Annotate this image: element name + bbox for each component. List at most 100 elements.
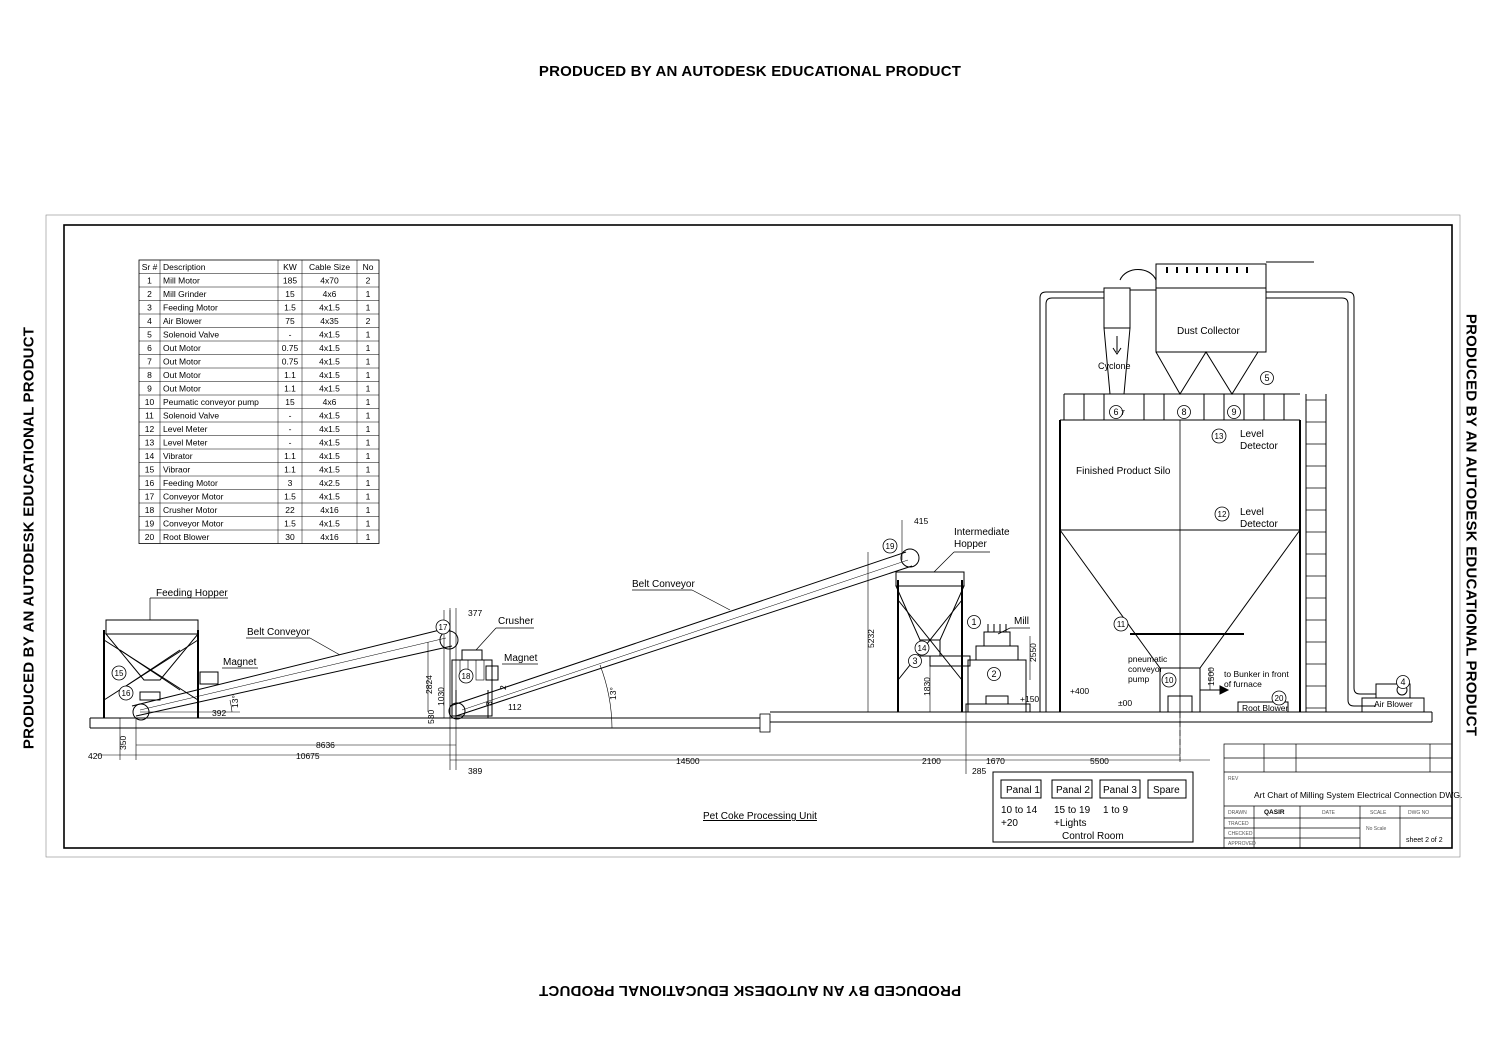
equipment-marker-10: 10	[1165, 676, 1174, 685]
tb-no-scale: No Scale	[1366, 826, 1387, 832]
tb-dwgno-label: DWG NO	[1408, 810, 1429, 816]
equipment-marker-11: 11	[1117, 620, 1126, 629]
table-cell: 9	[147, 384, 152, 394]
control-room-title: Control Room	[1062, 831, 1124, 842]
table-cell: 4x1.5	[319, 424, 340, 434]
table-cell: 17	[145, 492, 155, 502]
belt-conveyor-1	[131, 627, 459, 721]
table-cell: Solenoid Valve	[163, 330, 219, 340]
table-cell: 16	[145, 478, 155, 488]
table-cell: 4	[147, 316, 152, 326]
dim-pm00: ±00	[1118, 698, 1132, 708]
table-cell: 18	[145, 505, 155, 515]
label-intermediate-hopper-line1: Intermediate	[954, 527, 1010, 538]
table-cell: 20	[145, 532, 155, 542]
equipment-marker-8: 8	[1181, 407, 1186, 417]
label-belt-conveyor-2: Belt Conveyor	[632, 579, 695, 590]
table-cell: 1	[366, 478, 371, 488]
equipment-marker-14: 14	[918, 644, 927, 653]
table-cell: 3	[147, 303, 152, 313]
table-cell: Solenoid Valve	[163, 411, 219, 421]
label-finished-product-silo: Finished Product Silo	[1076, 466, 1171, 477]
marker-circle-18	[458, 668, 474, 684]
table-cell: 1	[366, 343, 371, 353]
marker-circle-2	[987, 667, 1001, 681]
label-feeding-hopper: Feeding Hopper	[156, 588, 228, 599]
marker-circle-8	[1177, 405, 1191, 419]
table-header-cell: Sr #	[142, 262, 158, 272]
table-cell: 1	[366, 384, 371, 394]
label-level-detector-a1: Level	[1240, 429, 1264, 440]
label-level-detector-b1: Level	[1240, 507, 1264, 518]
marker-circle-3	[908, 654, 922, 668]
table-cell: 185	[283, 276, 297, 286]
label-dust-collector: Dust Collector	[1177, 326, 1240, 337]
table-cell: 4x1.5	[319, 519, 340, 529]
marker-circle-12	[1214, 506, 1230, 522]
table-cell: 4x16	[320, 532, 339, 542]
intermediate-hopper	[895, 571, 971, 712]
panel-2-label: Panal 2	[1056, 785, 1090, 796]
cyclone	[1103, 269, 1157, 395]
dim-392: 392	[212, 708, 226, 718]
table-cell: 22	[285, 505, 295, 515]
equipment-marker-12: 12	[1218, 510, 1227, 519]
root-blower	[1237, 701, 1289, 713]
dim-plus400: +400	[1070, 686, 1089, 696]
table-cell: Root Blower	[163, 532, 209, 542]
table-cell: 4x16	[320, 505, 339, 515]
table-cell: 2	[147, 289, 152, 299]
panel-3-label: Panal 3	[1103, 785, 1137, 796]
equipment-marker-5: 5	[1264, 373, 1269, 383]
equipment-marker-7: 7	[1121, 410, 1125, 417]
table-cell: 15	[285, 289, 295, 299]
dim-415: 415	[914, 516, 928, 526]
table-cell: Air Blower	[163, 316, 202, 326]
table-cell: Level Meter	[163, 424, 208, 434]
table-cell: 1	[366, 505, 371, 515]
table-cell: 1	[366, 532, 371, 542]
table-cell: 15	[145, 465, 155, 475]
table-cell: Mill Motor	[163, 276, 200, 286]
table-cell: 1.5	[284, 492, 296, 502]
marker-circle-11	[1113, 616, 1129, 632]
dim-13a: 13°	[230, 695, 240, 708]
label-unit-title: Pet Coke Processing Unit	[703, 811, 817, 822]
table-cell: 14	[145, 451, 155, 461]
table-cell: Mill Grinder	[163, 289, 207, 299]
label-crusher: Crusher	[498, 616, 534, 627]
table-header-cell: Description	[163, 262, 206, 272]
table-cell: Peumatic conveyor pump	[163, 397, 259, 407]
panel-1-line2: +20	[1001, 818, 1018, 829]
table-cell: 13	[145, 438, 155, 448]
dim-1670: 1670	[986, 756, 1005, 766]
table-cell: 1	[366, 289, 371, 299]
dim-5232: 5232	[866, 629, 876, 648]
tb-date-label: DATE	[1322, 810, 1336, 816]
tb-drawn-label: DRAWN	[1228, 810, 1247, 816]
dim-2100: 2100	[922, 756, 941, 766]
panel-spare-label: Spare	[1153, 785, 1180, 796]
marker-circle-6	[1109, 405, 1123, 419]
table-cell: Out Motor	[163, 384, 201, 394]
panel-3-line1: 1 to 9	[1103, 805, 1128, 816]
marker-circle-17	[435, 619, 451, 635]
table-cell: 4x1.5	[319, 303, 340, 313]
panel-1-label: Panal 1	[1006, 785, 1040, 796]
table-cell: 4x1.5	[319, 330, 340, 340]
label-bunker-1: to Bunker in front	[1224, 669, 1289, 679]
dim-2824: 2824	[424, 675, 434, 694]
equipment-marker-17: 17	[439, 623, 448, 632]
equipment-marker-2: 2	[991, 669, 996, 679]
dim-1500: 1500	[1206, 667, 1216, 686]
label-magnet-1: Magnet	[223, 657, 257, 668]
table-cell: 1	[366, 357, 371, 367]
table-cell: 4x1.5	[319, 465, 340, 475]
equipment-marker-16: 16	[122, 689, 131, 698]
table-cell: 4x2.5	[319, 478, 340, 488]
dim-10675: 10675	[296, 751, 320, 761]
equipment-marker-13: 13	[1215, 432, 1224, 441]
equipment-marker-4: 4	[1400, 677, 1405, 687]
